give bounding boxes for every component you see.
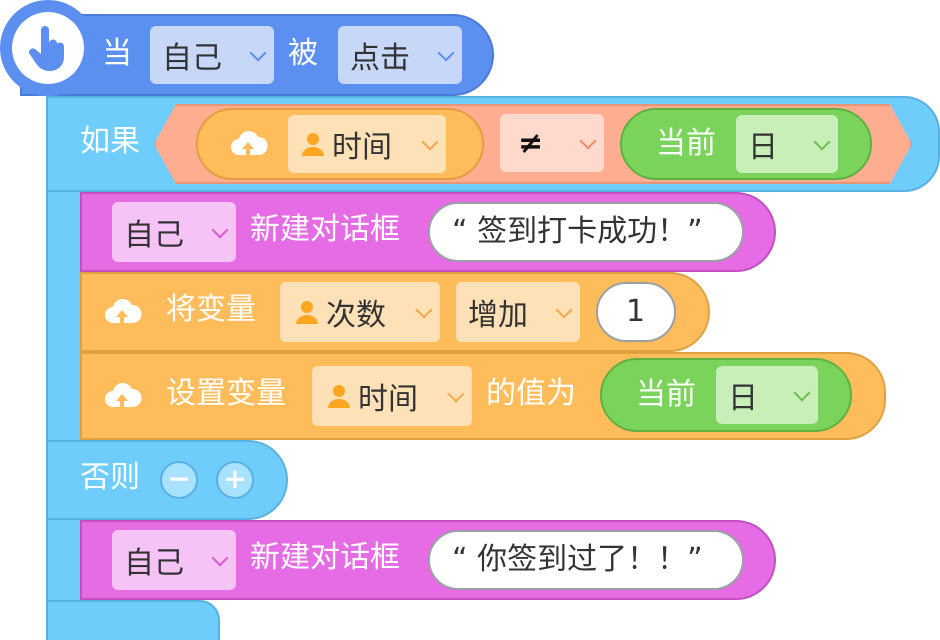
event-target-value: 自己 <box>162 41 222 76</box>
change-variable-dropdown[interactable]: 次数 <box>280 282 440 342</box>
change-variable-name: 次数 <box>326 298 386 333</box>
cloud-upload-icon <box>231 130 268 157</box>
cloud-upload-icon <box>105 382 142 409</box>
else-add-button[interactable]: + <box>216 461 254 499</box>
dialog-label: 新建对话框 <box>250 212 400 247</box>
chevron-down-icon <box>447 385 465 403</box>
change-amount-value: 1 <box>626 294 646 329</box>
variable-reporter-time[interactable]: 时间 <box>196 108 484 180</box>
chevron-down-icon <box>793 384 811 402</box>
chevron-down-icon <box>555 301 573 319</box>
chevron-down-icon <box>421 133 439 151</box>
set-variable-name: 时间 <box>358 382 418 417</box>
change-variable-label: 将变量 <box>166 292 256 327</box>
change-op-value: 增加 <box>468 298 528 333</box>
else-dialog-target-dropdown[interactable]: 自己 <box>112 530 236 590</box>
dialog-target-dropdown[interactable]: 自己 <box>112 202 236 262</box>
cloud-upload-icon <box>105 298 142 325</box>
set-value-label: 的值为 <box>486 376 576 411</box>
if-block-footer[interactable] <box>46 600 220 640</box>
set-variable-label: 设置变量 <box>166 376 286 411</box>
if-label: 如果 <box>80 124 140 159</box>
else-label: 否则 <box>80 460 140 495</box>
event-label-when: 当 <box>102 36 132 71</box>
change-op-dropdown[interactable]: 增加 <box>456 282 580 342</box>
change-amount-input[interactable]: 1 <box>596 282 676 342</box>
chevron-down-icon <box>813 133 831 151</box>
event-hat-circle <box>0 0 96 96</box>
set-variable-dropdown[interactable]: 时间 <box>312 366 472 426</box>
set-date-unit-dropdown[interactable]: 日 <box>716 366 818 424</box>
set-date-unit-value: 日 <box>728 381 758 416</box>
dialog-text-input[interactable]: “ 签到打卡成功！” <box>428 202 744 262</box>
chevron-down-icon <box>579 132 597 150</box>
chevron-down-icon <box>249 44 267 62</box>
event-label-by: 被 <box>288 36 318 71</box>
chevron-down-icon <box>415 301 433 319</box>
dialog-target-value: 自己 <box>124 218 184 253</box>
date-unit-value: 日 <box>748 130 778 165</box>
current-date-reporter[interactable]: 当前 日 <box>620 108 872 180</box>
event-action-value: 点击 <box>350 41 410 76</box>
current-label: 当前 <box>656 126 716 161</box>
chevron-down-icon <box>211 549 229 567</box>
operator-value: ≠ <box>518 125 544 161</box>
else-dialog-text-input[interactable]: “ 你签到过了！！” <box>428 530 744 590</box>
chevron-down-icon <box>211 221 229 239</box>
hand-pointer-icon <box>12 12 84 84</box>
set-current-label: 当前 <box>636 377 696 412</box>
variable-dropdown-time[interactable]: 时间 <box>288 115 446 173</box>
user-icon <box>296 301 318 324</box>
operator-dropdown[interactable]: ≠ <box>500 114 604 172</box>
user-icon <box>328 385 350 408</box>
else-dialog-label: 新建对话框 <box>250 540 400 575</box>
user-icon <box>302 133 324 156</box>
event-action-dropdown[interactable]: 点击 <box>338 26 462 84</box>
dialog-text-value: “ 签到打卡成功！” <box>452 214 703 249</box>
else-remove-button[interactable]: − <box>160 461 198 499</box>
event-target-dropdown[interactable]: 自己 <box>150 26 274 84</box>
chevron-down-icon <box>437 44 455 62</box>
else-dialog-text-value: “ 你签到过了！！” <box>452 542 703 577</box>
date-unit-dropdown[interactable]: 日 <box>736 115 838 173</box>
else-dialog-target-value: 自己 <box>124 546 184 581</box>
variable-name-left: 时间 <box>332 130 392 165</box>
set-current-date-reporter[interactable]: 当前 日 <box>600 358 852 432</box>
